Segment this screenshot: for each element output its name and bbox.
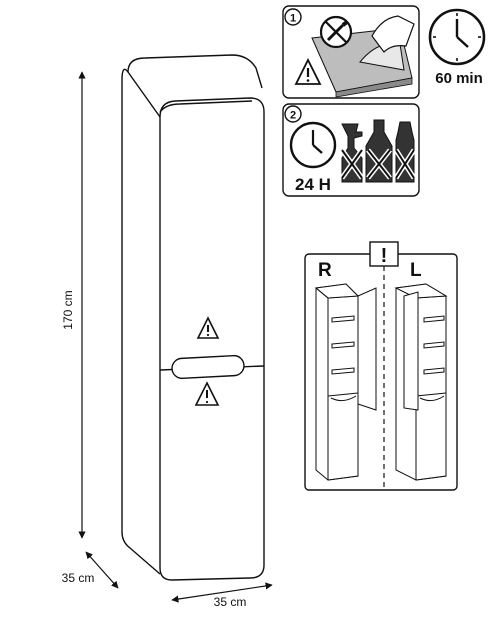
step1-panel: 1 <box>282 5 420 99</box>
tall-cabinet <box>121 54 265 581</box>
hinge-left-label: L <box>410 260 422 281</box>
hinge-options-panel: ! R L <box>304 241 458 491</box>
warning-triangle-icon <box>294 57 322 85</box>
width-dimension: 35 cm <box>171 582 273 609</box>
depth-label: 35 cm <box>62 571 95 585</box>
step1-time: 60 min <box>435 70 483 87</box>
step2-panel: 2 24 H <box>282 103 420 197</box>
step2-time: 24 H <box>295 175 331 194</box>
width-label: 35 cm <box>214 595 247 609</box>
crossed-cleaning-products-icon <box>339 119 417 183</box>
clock-icon <box>289 121 337 169</box>
depth-dimension: 35 cm <box>62 551 119 589</box>
warning-triangle-icon <box>194 381 220 406</box>
step2-number: 2 <box>290 110 296 122</box>
cabinet-front <box>159 97 265 581</box>
hinge-right-label: R <box>318 260 332 281</box>
cabinet-right-hinged <box>314 283 377 481</box>
crossed-knife-icon <box>319 15 353 49</box>
warning-triangle-icon <box>196 316 220 339</box>
step1-number: 1 <box>290 13 296 25</box>
clock-icon <box>428 8 486 66</box>
cabinet-left-hinged <box>394 283 448 481</box>
height-label: 170 cm <box>61 290 75 329</box>
cabinet-handle <box>171 354 245 380</box>
height-dimension: 170 cm <box>61 71 86 539</box>
hinge-notice: ! <box>381 245 388 267</box>
